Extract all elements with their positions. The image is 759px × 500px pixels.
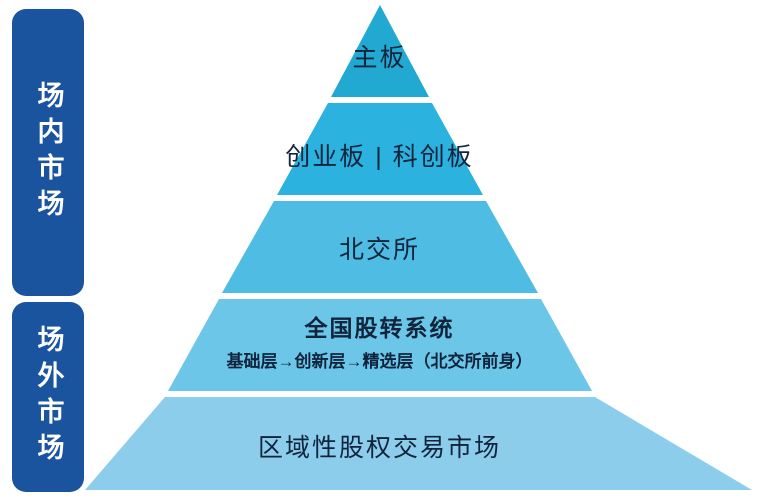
tier-4-shape: [168, 299, 592, 391]
tier-5-shape: [85, 397, 752, 490]
sidebar-item-inner-market[interactable]: 场内市场: [12, 9, 84, 296]
sidebar-item-outer-market[interactable]: 场外市场: [12, 302, 84, 492]
tier-2-shape: [277, 103, 483, 195]
tier-1-shape: [331, 5, 429, 97]
sidebar-item-inner-market-label: 场内市场: [33, 80, 64, 225]
tier-3-shape: [222, 201, 538, 293]
sidebar-item-outer-market-label: 场外市场: [33, 325, 64, 469]
